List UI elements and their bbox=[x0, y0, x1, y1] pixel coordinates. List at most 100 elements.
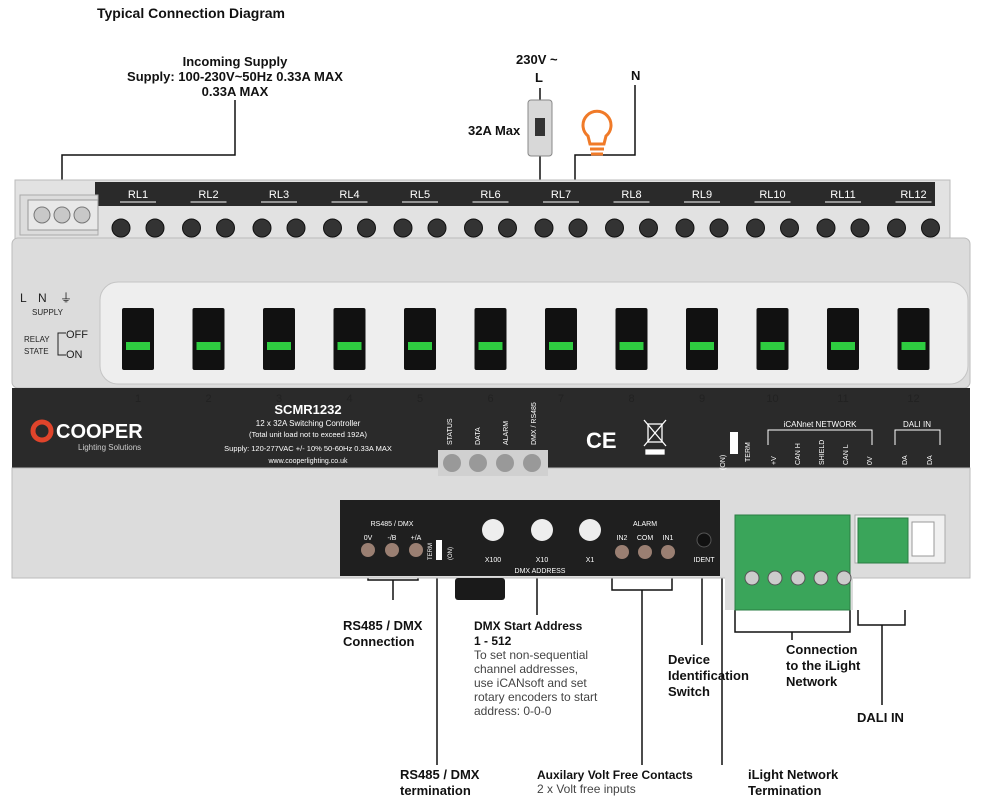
relay-label: RELAY bbox=[24, 335, 50, 344]
rs485-conn-line1: RS485 / DMX bbox=[343, 618, 423, 633]
load-limit: (Total unit load not to exceed 192A) bbox=[249, 430, 367, 439]
relay-terminal-screw bbox=[534, 218, 554, 238]
svg-text:IN1: IN1 bbox=[663, 535, 674, 542]
status-leds: STATUS DATA ALARM DMX / RS485 bbox=[438, 402, 548, 476]
svg-text:SHIELD: SHIELD bbox=[819, 440, 826, 465]
svg-text:IN2: IN2 bbox=[617, 535, 628, 542]
dmx-start-title: DMX Start Address bbox=[474, 619, 583, 633]
on-label: ON bbox=[66, 349, 83, 361]
svg-text:0V: 0V bbox=[867, 456, 874, 465]
relay-label-11: RL11 bbox=[830, 189, 855, 201]
relay-switch-10 bbox=[756, 308, 789, 370]
led-data-label: DATA bbox=[475, 427, 482, 445]
relay-terminal-screw bbox=[427, 218, 447, 238]
channel-number-3: 3 bbox=[276, 393, 282, 405]
relay-label-9: RL9 bbox=[692, 189, 712, 201]
dmx-note-2: channel addresses, bbox=[474, 662, 579, 676]
svg-text:-/B: -/B bbox=[388, 535, 397, 542]
aux-contacts-title: Auxilary Volt Free Contacts bbox=[537, 768, 693, 782]
supply-spec: Supply: 120-277VAC +/- 10% 50-60Hz 0.33A… bbox=[224, 444, 392, 453]
brand-sub: Lighting Solutions bbox=[78, 443, 141, 452]
circuit-breaker bbox=[527, 99, 553, 157]
relay-terminal-screw bbox=[675, 218, 695, 238]
model-desc: 12 x 32A Switching Controller bbox=[256, 419, 361, 428]
relay-label-8: RL8 bbox=[621, 189, 641, 201]
relay-terminal-screw bbox=[605, 218, 624, 238]
relay-terminal-screw bbox=[887, 218, 906, 238]
relay-switch-9 bbox=[686, 308, 718, 370]
relay-terminal-screw bbox=[286, 218, 306, 238]
svg-text:+V: +V bbox=[771, 456, 778, 465]
channel-number-7: 7 bbox=[558, 393, 564, 405]
relay-terminal-screw bbox=[780, 218, 799, 238]
svg-text:iCANnet NETWORK: iCANnet NETWORK bbox=[784, 420, 858, 429]
ilight-term-line1: iLight Network bbox=[748, 767, 839, 782]
ican-connector bbox=[734, 514, 852, 611]
lightbulb-icon bbox=[581, 109, 613, 156]
channel-number-2: 2 bbox=[205, 393, 211, 405]
svg-text:(ON): (ON) bbox=[720, 455, 727, 470]
relay-label-1: RL1 bbox=[128, 189, 148, 201]
ican-network-header: iCANnet NETWORK +V CAN H SHIELD CAN L 0V… bbox=[767, 420, 941, 465]
relay-label-5: RL5 bbox=[410, 189, 430, 201]
svg-text:CAN H: CAN H bbox=[795, 443, 802, 465]
relay-terminal-screw bbox=[393, 218, 413, 238]
supply-term-l: L bbox=[20, 291, 27, 305]
svg-text:DA: DA bbox=[927, 455, 934, 465]
dmx-note-4: rotary encoders to start bbox=[474, 690, 598, 704]
relay-terminal-screw bbox=[498, 218, 517, 238]
svg-text:X100: X100 bbox=[485, 557, 501, 564]
ilight-term-line2: Termination bbox=[748, 783, 822, 798]
relay-terminal-screw bbox=[709, 218, 729, 238]
live-label: L bbox=[535, 70, 543, 85]
supply-term-n: N bbox=[38, 291, 47, 305]
relay-label-3: RL3 bbox=[269, 189, 289, 201]
relay-switch-2 bbox=[192, 308, 225, 370]
relay-terminal-screw bbox=[639, 218, 658, 238]
relay-switch-5 bbox=[404, 308, 436, 370]
supply-line2: 0.33A MAX bbox=[201, 84, 269, 99]
ilight-conn-line1: Connection bbox=[786, 642, 858, 657]
led-status-label: STATUS bbox=[447, 418, 454, 445]
ilight-conn-line2: to the iLight bbox=[786, 658, 861, 673]
relay-switches bbox=[122, 308, 930, 370]
relay-terminal-screw bbox=[816, 218, 836, 238]
breaker-rating: 32A Max bbox=[468, 123, 521, 138]
relay-terminal-screw bbox=[921, 218, 940, 238]
svg-text:COM: COM bbox=[637, 535, 654, 542]
page-title: Typical Connection Diagram bbox=[97, 5, 285, 21]
svg-text:CAN L: CAN L bbox=[843, 444, 850, 465]
svg-text:DALI IN: DALI IN bbox=[903, 420, 931, 429]
supply-line1: Supply: 100-230V~50Hz 0.33A MAX bbox=[127, 69, 343, 84]
ican-term-jumper: (ON) TERM bbox=[720, 432, 752, 470]
off-label: OFF bbox=[66, 329, 88, 341]
relay-switch-7 bbox=[545, 308, 577, 370]
dmx-note-5: address: 0-0-0 bbox=[474, 704, 552, 718]
din-clip bbox=[455, 578, 505, 600]
channel-number-1: 1 bbox=[135, 393, 141, 405]
aux-contacts-note: 2 x Volt free inputs bbox=[537, 782, 636, 796]
relay-terminals bbox=[111, 218, 940, 238]
relay-terminal-screw bbox=[252, 218, 272, 238]
relay-terminal-screw bbox=[850, 218, 870, 238]
channel-number-6: 6 bbox=[487, 393, 493, 405]
dmx-note-3: use iCANsoft and set bbox=[474, 676, 587, 690]
relay-terminal-screw bbox=[145, 218, 165, 238]
channel-number-11: 11 bbox=[837, 393, 848, 405]
channel-number-12: 12 bbox=[907, 393, 919, 405]
side-panel: L N ⏚ SUPPLY RELAY STATE OFF ON bbox=[20, 291, 88, 361]
relay-terminal-screw bbox=[323, 218, 342, 238]
state-label: STATE bbox=[24, 347, 49, 356]
svg-text:0V: 0V bbox=[364, 535, 373, 542]
ce-mark: CE bbox=[586, 428, 617, 453]
channel-number-4: 4 bbox=[346, 393, 352, 405]
channel-number-8: 8 bbox=[628, 393, 634, 405]
cooper-logo-icon bbox=[30, 419, 54, 443]
device-ident-line1: Device bbox=[668, 652, 710, 667]
svg-text:(ON): (ON) bbox=[448, 547, 454, 560]
dmx-range: 1 - 512 bbox=[474, 634, 512, 648]
brand-name: COOPER bbox=[56, 421, 143, 443]
supply-label: SUPPLY bbox=[32, 308, 64, 317]
relay-label-10: RL10 bbox=[759, 189, 785, 201]
